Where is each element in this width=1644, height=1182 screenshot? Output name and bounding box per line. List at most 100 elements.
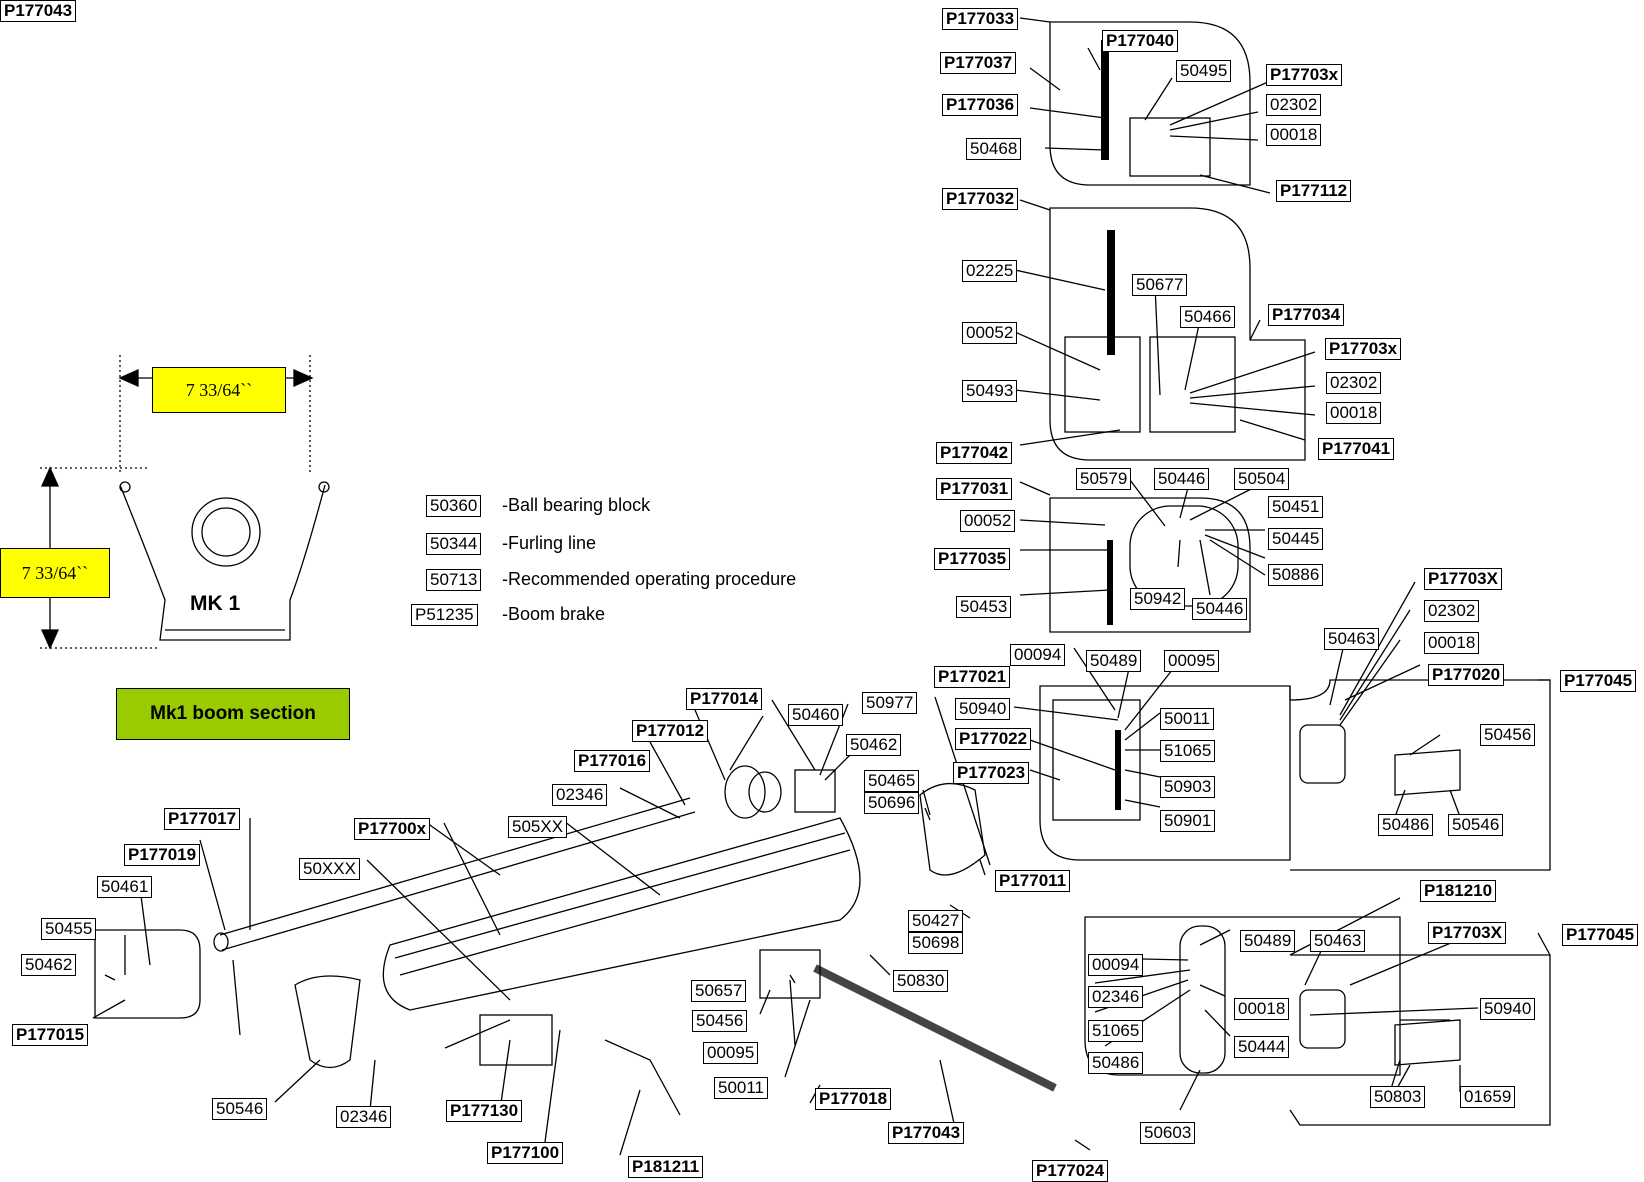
part-label: P177033 bbox=[942, 8, 1019, 30]
part-label: 50460 bbox=[788, 704, 844, 726]
part-label: P177036 bbox=[942, 94, 1019, 116]
part-label: 50461 bbox=[97, 876, 153, 898]
part-label: 50453 bbox=[956, 596, 1012, 618]
part-label: P17700x bbox=[354, 818, 431, 840]
part-label: P17703x bbox=[1325, 338, 1402, 360]
part-label: 50468 bbox=[966, 138, 1022, 160]
part-label: 50940 bbox=[955, 698, 1011, 720]
part-label: 50603 bbox=[1140, 1122, 1196, 1144]
part-label: 50696 bbox=[864, 792, 920, 814]
outhaul-car-box bbox=[759, 949, 821, 999]
part-label: P17703x bbox=[1266, 64, 1343, 86]
part-label: 50830 bbox=[893, 970, 949, 992]
part-label: 50466 bbox=[1180, 306, 1236, 328]
part-label: P17703X bbox=[1428, 922, 1506, 944]
part-label: 00095 bbox=[1164, 650, 1220, 672]
mandrel-tube-end bbox=[213, 932, 229, 952]
legend-text: -Recommended operating procedure bbox=[502, 569, 797, 589]
part-label: 50486 bbox=[1088, 1052, 1144, 1074]
mandrel-tube-bottom bbox=[221, 811, 696, 951]
part-label: P17703X bbox=[1424, 568, 1502, 590]
part-label: 50677 bbox=[1132, 274, 1188, 296]
part-label: P181211 bbox=[628, 1156, 704, 1178]
part-label: 02346 bbox=[552, 784, 608, 806]
part-label: P177024 bbox=[1032, 1160, 1109, 1182]
profile-hook-left bbox=[119, 481, 131, 493]
part-label: 50446 bbox=[1154, 468, 1210, 490]
detail-frame-cleat bbox=[1039, 685, 1291, 861]
part-label: 00018 bbox=[1326, 402, 1382, 424]
part-label: 50011 bbox=[1160, 708, 1215, 730]
part-label: P177011 bbox=[995, 870, 1071, 892]
part-label: 50504 bbox=[1234, 468, 1290, 490]
part-label: 00094 bbox=[1088, 954, 1144, 976]
profile-mandrel bbox=[191, 497, 261, 567]
detail-frame-plate-top bbox=[1289, 679, 1551, 871]
legend-text: -Ball bearing block bbox=[502, 495, 651, 515]
mandrel-tube-top bbox=[219, 797, 691, 936]
plate-block-bottom bbox=[1299, 989, 1346, 1049]
part-label: 50463 bbox=[1324, 628, 1380, 650]
part-label: 00018 bbox=[1424, 632, 1480, 654]
legend-code: P51235 bbox=[411, 604, 478, 626]
part-label: 50456 bbox=[692, 1010, 748, 1032]
profile-mandrel-inner bbox=[201, 507, 251, 557]
part-label: 00018 bbox=[1266, 124, 1322, 146]
part-label: 00095 bbox=[703, 1042, 759, 1064]
part-label: 50427 bbox=[908, 910, 964, 932]
part-label: 50455 bbox=[41, 918, 97, 940]
part-label: 50465 bbox=[864, 770, 920, 792]
part-label: P177017 bbox=[164, 808, 241, 830]
part-label: 02346 bbox=[1088, 986, 1144, 1008]
inner-box-block bbox=[1064, 336, 1141, 433]
gooseneck-end bbox=[919, 783, 986, 876]
part-label: P177042 bbox=[936, 442, 1013, 464]
part-label: 50489 bbox=[1240, 930, 1296, 952]
part-label: P177035 bbox=[934, 548, 1011, 570]
part-label: P177043 bbox=[0, 0, 77, 22]
legend-code: 50344 bbox=[426, 533, 482, 555]
part-label: P177043 bbox=[888, 1122, 965, 1144]
vang-tube bbox=[813, 964, 1057, 1092]
part-label: P177040 bbox=[1102, 30, 1179, 52]
inner-box-sheave bbox=[1149, 336, 1236, 433]
part-label: P177014 bbox=[686, 688, 763, 710]
part-label: P177041 bbox=[1318, 438, 1395, 460]
part-label: 02302 bbox=[1326, 372, 1382, 394]
part-label: 50XXX bbox=[299, 858, 360, 880]
part-label: 50886 bbox=[1268, 564, 1324, 586]
part-label: 50011 bbox=[714, 1077, 769, 1099]
section-title: Mk1 boom section bbox=[116, 688, 350, 740]
part-label: 50445 bbox=[1268, 528, 1324, 550]
height-dimension: 7 33/64`` bbox=[0, 548, 110, 598]
part-label: P177022 bbox=[955, 728, 1032, 750]
part-label: P177032 bbox=[942, 188, 1019, 210]
part-label: 50942 bbox=[1130, 588, 1186, 610]
part-label: P181210 bbox=[1420, 880, 1497, 902]
part-label: P177037 bbox=[940, 52, 1017, 74]
legend-code: 50713 bbox=[426, 569, 482, 591]
inner-box-cleat-2 bbox=[1179, 925, 1226, 1074]
detail-frame-mast-head bbox=[1049, 21, 1251, 186]
part-label: 50456 bbox=[1480, 724, 1536, 746]
part-label: P177045 bbox=[1562, 924, 1639, 946]
part-label: 50546 bbox=[212, 1098, 268, 1120]
detail-frame-swivel bbox=[1049, 497, 1251, 633]
legend-text: -Boom brake bbox=[502, 604, 606, 624]
part-label: 02302 bbox=[1266, 94, 1322, 116]
part-label: 505XX bbox=[508, 816, 568, 838]
part-label: 51065 bbox=[1160, 740, 1216, 762]
drum-washer bbox=[748, 771, 782, 813]
boom-brake-arm bbox=[604, 1039, 681, 1116]
part-label: P177031 bbox=[936, 478, 1013, 500]
part-label: 50495 bbox=[1176, 60, 1232, 82]
part-label: 50451 bbox=[1268, 496, 1324, 518]
part-label: 50977 bbox=[862, 692, 918, 714]
part-label: 50546 bbox=[1448, 814, 1504, 836]
part-label: 01659 bbox=[1460, 1086, 1516, 1108]
part-label: P177021 bbox=[934, 666, 1011, 688]
part-label: P177045 bbox=[1560, 670, 1637, 692]
part-label: 50657 bbox=[691, 980, 747, 1002]
legend-code: 50360 bbox=[426, 495, 482, 517]
